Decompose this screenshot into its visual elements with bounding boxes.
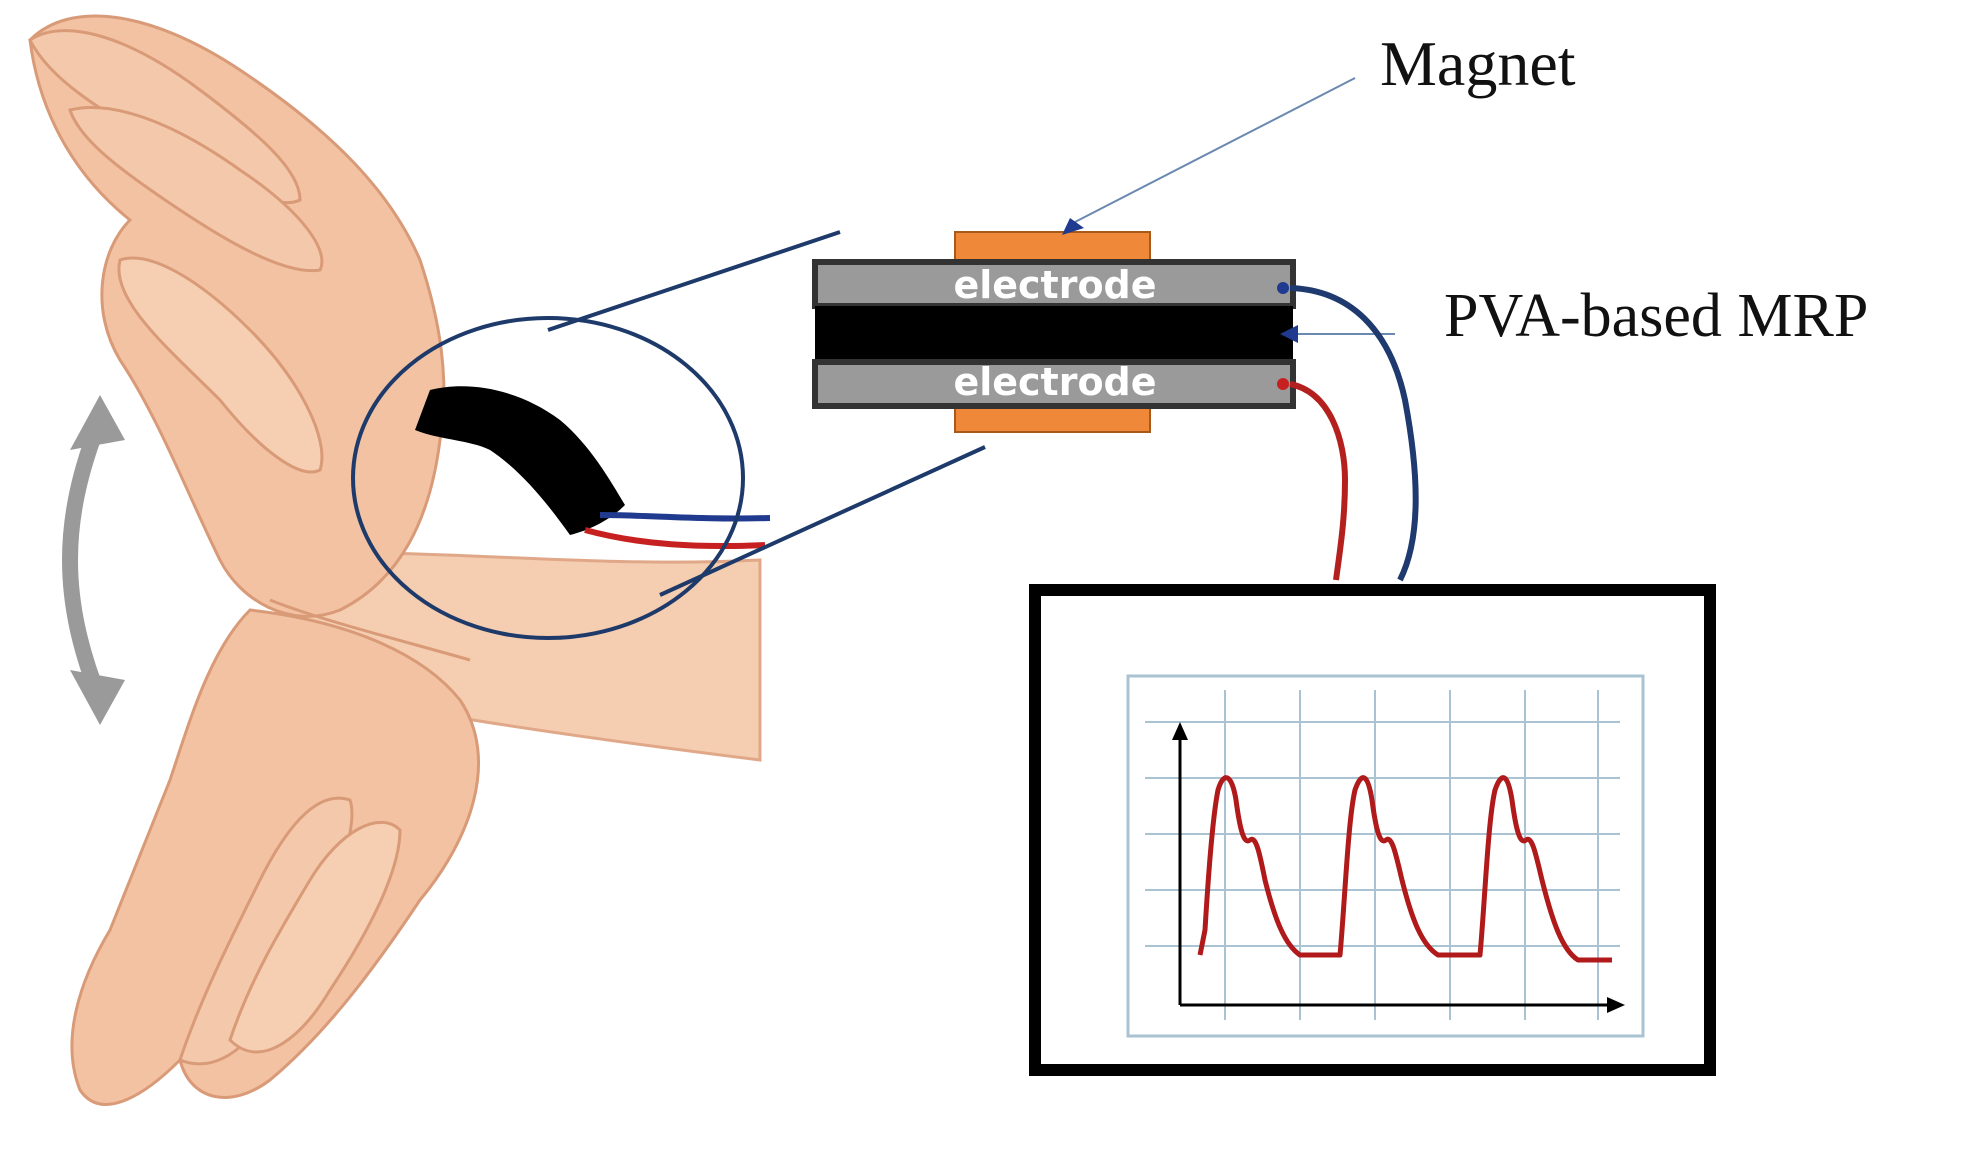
wire-red [1289, 381, 1349, 581]
electrode-bottom-label: electrode [953, 360, 1156, 404]
mrp-label: PVA-based MRP [1444, 282, 1869, 350]
plot-y-axis-arrow [1172, 722, 1188, 740]
wire-blue [1289, 285, 1419, 582]
electrode-top [812, 259, 1296, 309]
mrp-layer [815, 306, 1293, 362]
magnet-pointer-line [1074, 77, 1356, 223]
electrode-top-label: electrode [953, 263, 1156, 307]
hand-illustration [28, 14, 762, 1106]
plot-grid [1145, 690, 1620, 1020]
signal-waveform [1197, 775, 1612, 963]
wrist-crease [269, 598, 471, 662]
mrp-pointer-arrow [1280, 325, 1298, 343]
sensor-patch [415, 386, 625, 535]
thumb-upper [117, 256, 324, 474]
finger-upper-2 [68, 106, 324, 273]
patch-wire-blue [599, 512, 771, 522]
plot-x-axis-arrow [1607, 997, 1625, 1013]
plot-area [1126, 674, 1645, 1038]
magnet-label: Magnet [1380, 28, 1576, 99]
zoom-circle [351, 316, 745, 640]
terminal-top [1277, 282, 1289, 294]
signal-monitor [1029, 584, 1716, 1076]
magnet-pointer-arrow [1062, 218, 1084, 235]
callout-line-bottom [659, 445, 986, 597]
finger-lower-2 [228, 820, 402, 1054]
sensor-stack: electrode electrode [812, 231, 1296, 433]
patch-wire-red [584, 527, 766, 550]
double-headed-curved-arrow-icon [62, 395, 125, 725]
terminal-bottom [1277, 378, 1289, 390]
callout-line-top [547, 230, 841, 332]
